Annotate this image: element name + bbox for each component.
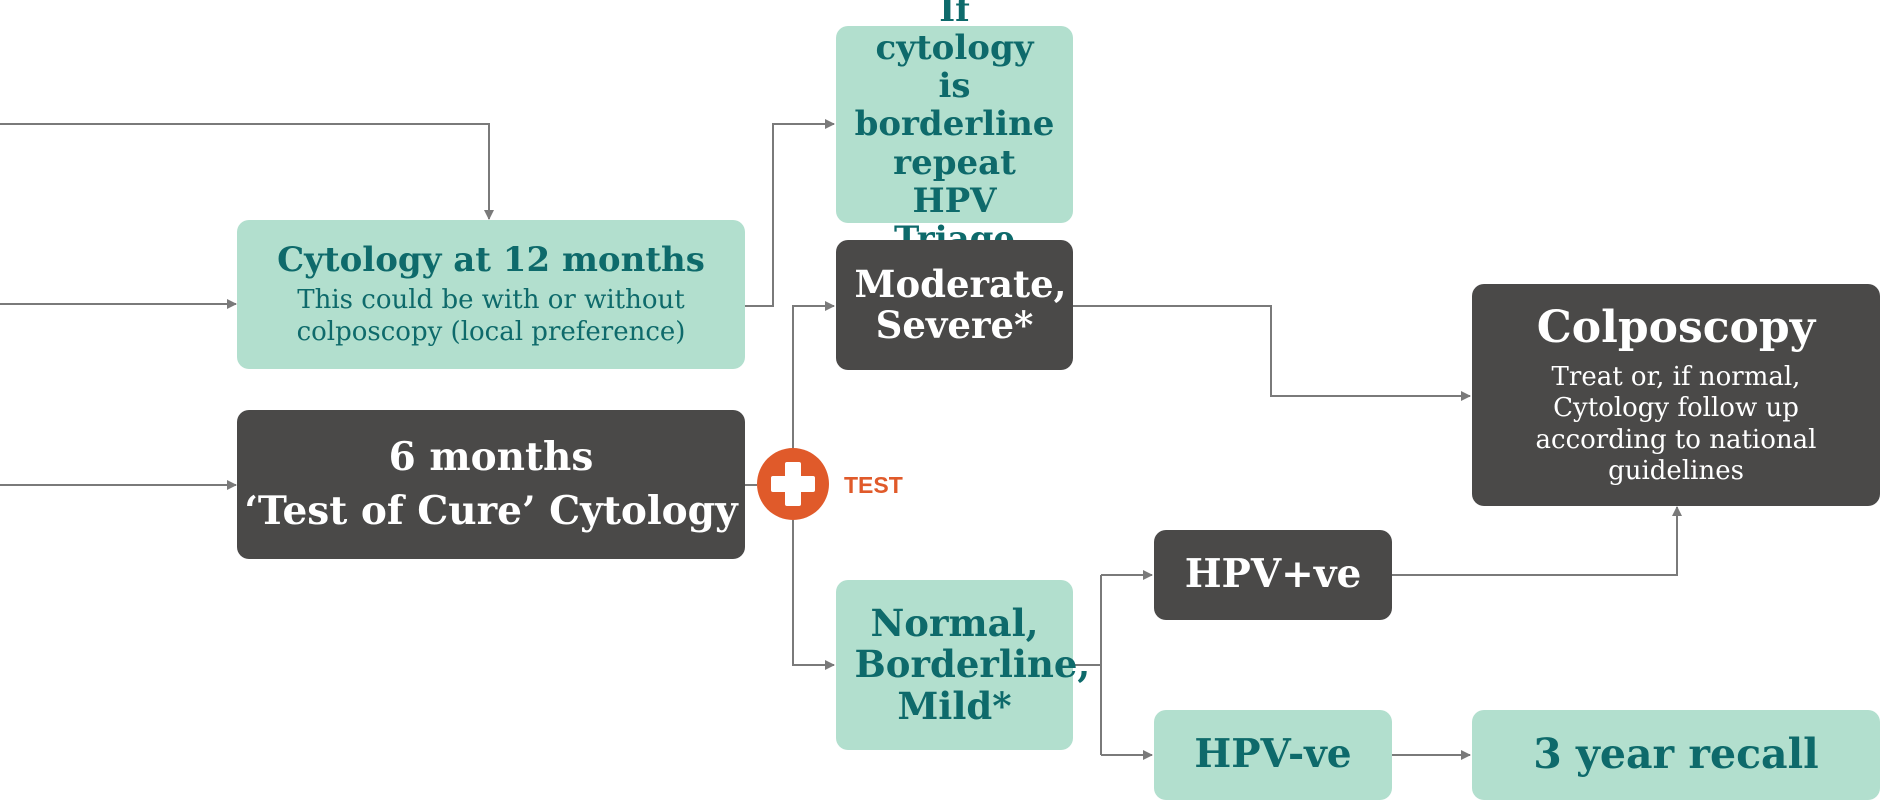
colposcopy-subtitle: Treat or, if normal, Cytology follow up … [1535, 362, 1817, 486]
recall-title: 3 year recall [1533, 730, 1819, 779]
arrow-top-to-cytology12 [0, 123, 494, 220]
plus-icon [757, 448, 829, 520]
six-months-title: 6 months [388, 433, 594, 480]
arrow-test-to-normal [792, 520, 835, 670]
cytology-12-box: Cytology at 12 months This could be with… [237, 220, 745, 369]
hpv-negative-title: HPV-ve [1194, 731, 1352, 778]
colposcopy-title: Colposcopy [1536, 301, 1816, 353]
recall-box: 3 year recall [1472, 710, 1880, 800]
normal-borderline-title: Normal, Borderline, Mild* [854, 600, 1091, 728]
arrow-test-to-moderate [792, 301, 835, 448]
arrow-hpv-pos-to-colposcopy [1392, 506, 1682, 576]
triage-title: If cytology is borderline repeat HPV Tri… [854, 0, 1055, 259]
cytology-12-subtitle: This could be with or without colposcopy… [296, 285, 686, 347]
moderate-severe-title: Moderate, Severe* [854, 261, 1067, 347]
moderate-severe-box: Moderate, Severe* [836, 240, 1073, 370]
six-months-box: 6 months ‘Test of Cure’ Cytology [237, 410, 745, 559]
hpv-negative-box: HPV-ve [1154, 710, 1392, 800]
test-label: TEST [844, 472, 903, 498]
normal-borderline-box: Normal, Borderline, Mild* [836, 580, 1091, 750]
six-months-subtitle: ‘Test of Cure’ Cytology [244, 487, 738, 534]
triage-box: If cytology is borderline repeat HPV Tri… [836, 0, 1073, 258]
hpv-positive-title: HPV+ve [1184, 551, 1362, 598]
cytology-12-title: Cytology at 12 months [277, 240, 705, 281]
colposcopy-box: Colposcopy Treat or, if normal, Cytology… [1472, 284, 1880, 506]
arrow-cytology12-to-triage [745, 119, 835, 307]
arrow-moderate-to-colposcopy [1073, 305, 1471, 401]
hpv-positive-box: HPV+ve [1154, 530, 1392, 620]
